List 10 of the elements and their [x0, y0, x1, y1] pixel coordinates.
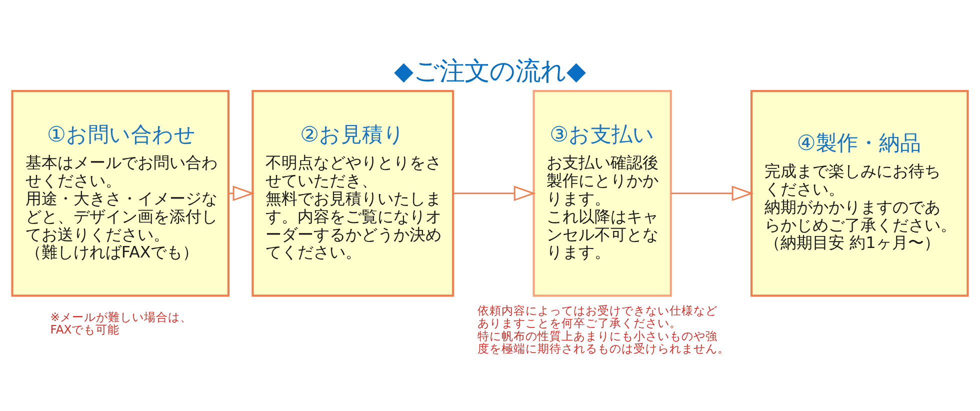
- node-label: ※メールが難しい場合は、FAXでも可能: [50, 310, 192, 336]
- node-box: ②お見積り 不明点などやりとりをさせていただき、無料でお見積りいたします。内容をご覧になりオーダーするかどうか決めてください。: [252, 90, 454, 297]
- arrow: [453, 186, 536, 202]
- node-box: ④製作・納品 完成まで楽しみにお待ちください。納期がかかりますのであらかじめご了承ください。（納期目安 約1ヶ月〜）: [750, 90, 969, 297]
- arrow: [671, 186, 754, 202]
- node-box: ①お問い合わせ 基本はメールでお問い合わせください。用途・大きさ・イメージなどと、デザイン画を添付してお送りください。（難しければFAXでも）: [11, 90, 230, 297]
- node-label: 依頼内容によってはお受けできない仕様などありますことを何卒ご了承ください。特に帆布の性質上あまりにも小さいものや強度を極端に期待されるものは受けられません。: [477, 303, 730, 356]
- node-box: ③お支払い お支払い確認後製作にとりかかります。これ以降はキャンセル不可となります。: [532, 90, 672, 297]
- diagram-title: ◆ご注文の流れ◆: [394, 56, 586, 86]
- arrow: [228, 186, 255, 202]
